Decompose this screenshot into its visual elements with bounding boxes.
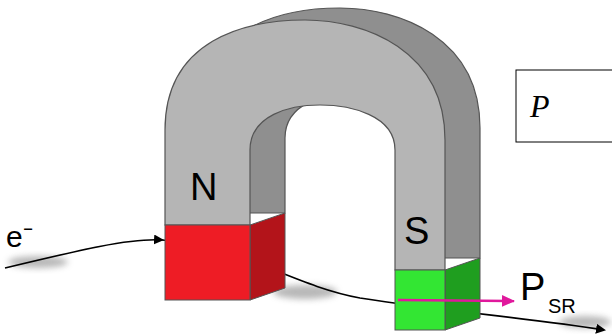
pole-label: N [190, 168, 217, 206]
north-pole [165, 225, 250, 300]
particle-label: e⁻ [6, 222, 33, 252]
pole-label: S [404, 212, 429, 250]
formula-text: P [530, 90, 550, 122]
south-pole-side [445, 258, 480, 330]
radiation-arrow [398, 300, 514, 301]
power-label: P [520, 268, 545, 306]
formula-box [516, 70, 612, 142]
electron-bunch [8, 256, 68, 268]
electron-bunch [559, 316, 611, 328]
north-pole-side [250, 213, 285, 300]
power-subscript: SR [548, 296, 576, 316]
